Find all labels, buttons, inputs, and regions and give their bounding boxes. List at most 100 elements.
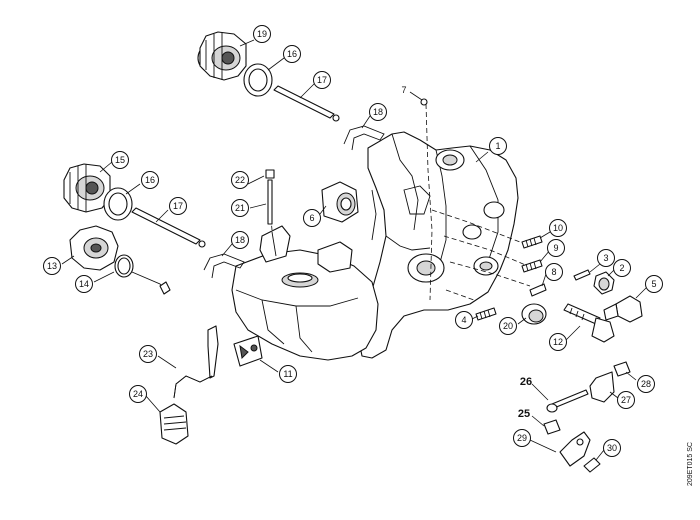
callout-label: 14 — [79, 279, 89, 289]
callout-2: 2 — [613, 259, 631, 277]
part-17-rod-top — [273, 85, 340, 122]
callout-14: 14 — [75, 275, 93, 293]
part-4-screw — [475, 307, 497, 321]
callout-17a: 17 — [313, 71, 331, 89]
callout-6: 6 — [303, 209, 321, 227]
callout-24: 24 — [129, 385, 147, 403]
callout-5: 5 — [645, 275, 663, 293]
callout-label: 18 — [235, 235, 245, 245]
callout-23: 23 — [139, 345, 157, 363]
callout-12: 12 — [549, 333, 567, 351]
callout-11: 11 — [279, 365, 297, 383]
plain-label-25: 25 — [518, 408, 530, 420]
callout-label: 22 — [235, 175, 245, 185]
callout-label: 10 — [553, 223, 563, 233]
callout-label: 30 — [607, 443, 617, 453]
part-13-pump — [69, 225, 119, 271]
callout-13: 13 — [43, 257, 61, 275]
callout-16a: 16 — [283, 45, 301, 63]
part-10-stud — [521, 235, 543, 249]
part-9-stud — [521, 259, 543, 273]
part-29-catch — [559, 431, 591, 467]
callout-label: 29 — [517, 433, 527, 443]
callout-label: 3 — [603, 253, 608, 263]
plain-label-26: 26 — [520, 376, 532, 388]
callout-8: 8 — [545, 263, 563, 281]
leader-lines — [61, 39, 647, 461]
callout-27: 27 — [617, 391, 635, 409]
callout-label: 19 — [257, 29, 267, 39]
crankcase-housing — [357, 131, 519, 359]
part-26-screw — [546, 389, 589, 413]
part-15-pulley — [63, 163, 111, 213]
callout-15: 15 — [111, 151, 129, 169]
part-3-screw — [573, 269, 591, 281]
callout-10: 10 — [549, 219, 567, 237]
part-18-spring — [203, 253, 245, 279]
callout-label: 8 — [551, 267, 556, 277]
part-5-bolt — [603, 295, 643, 323]
callout-label: 9 — [553, 243, 558, 253]
callout-label: 5 — [651, 279, 656, 289]
callout-label: 2 — [619, 263, 624, 273]
callout-17b: 17 — [169, 197, 187, 215]
callout-16b: 16 — [141, 171, 159, 189]
callout-label: 17 — [173, 201, 183, 211]
callout-label: 21 — [235, 203, 245, 213]
callout-label: 12 — [553, 337, 563, 347]
part-22-cap — [265, 169, 275, 179]
part-11-label — [233, 335, 263, 367]
fuel-tank-housing — [231, 225, 379, 361]
callout-label: 28 — [641, 379, 651, 389]
part-23-fuel-line — [173, 325, 219, 399]
part-24-filter — [159, 403, 189, 445]
callout-label: 13 — [47, 261, 57, 271]
callout-3: 3 — [597, 249, 615, 267]
callout-28: 28 — [637, 375, 655, 393]
callout-20: 20 — [499, 317, 517, 335]
part-7-ball — [420, 98, 428, 106]
callout-label: 11 — [283, 369, 292, 379]
part-14-oring — [114, 254, 171, 295]
callout-4: 4 — [455, 311, 473, 329]
callout-label: 1 — [495, 141, 500, 151]
part-16-washer-top — [243, 63, 273, 97]
callout-label: 4 — [461, 315, 466, 325]
callout-30: 30 — [603, 439, 621, 457]
callout-9: 9 — [547, 239, 565, 257]
callout-19: 19 — [253, 25, 271, 43]
part-27-bracket — [589, 371, 615, 403]
callout-1: 1 — [489, 137, 507, 155]
part-2-sleeve — [593, 271, 615, 295]
part-17-rod — [131, 207, 206, 248]
callout-label: 23 — [143, 349, 153, 359]
part-16-washer — [103, 187, 133, 221]
callout-21: 21 — [231, 199, 249, 217]
callout-label: 20 — [503, 321, 513, 331]
callout-label: 18 — [373, 107, 383, 117]
part-28-clip — [613, 361, 631, 377]
callout-18b: 18 — [231, 231, 249, 249]
part-25-nut — [543, 419, 561, 435]
part-20-plug — [521, 303, 547, 325]
callout-29: 29 — [513, 429, 531, 447]
callout-label: 27 — [621, 395, 631, 405]
part-6-bushing — [321, 181, 359, 223]
drawing-code: 209ET015 SC — [687, 442, 694, 486]
callout-18a: 18 — [369, 103, 387, 121]
plain-label-7: 7 — [401, 85, 406, 95]
part-21-pin — [267, 179, 273, 225]
part-18-spring-top — [343, 125, 385, 151]
callout-label: 16 — [145, 175, 155, 185]
callout-label: 6 — [309, 213, 314, 223]
callout-label: 16 — [287, 49, 297, 59]
part-12-bolt — [563, 303, 615, 343]
callout-label: 24 — [133, 389, 143, 399]
part-19-pulley — [197, 31, 247, 81]
part-8-stud — [529, 283, 547, 297]
part-30-screw — [583, 457, 601, 473]
callout-22: 22 — [231, 171, 249, 189]
callout-label: 17 — [317, 75, 327, 85]
